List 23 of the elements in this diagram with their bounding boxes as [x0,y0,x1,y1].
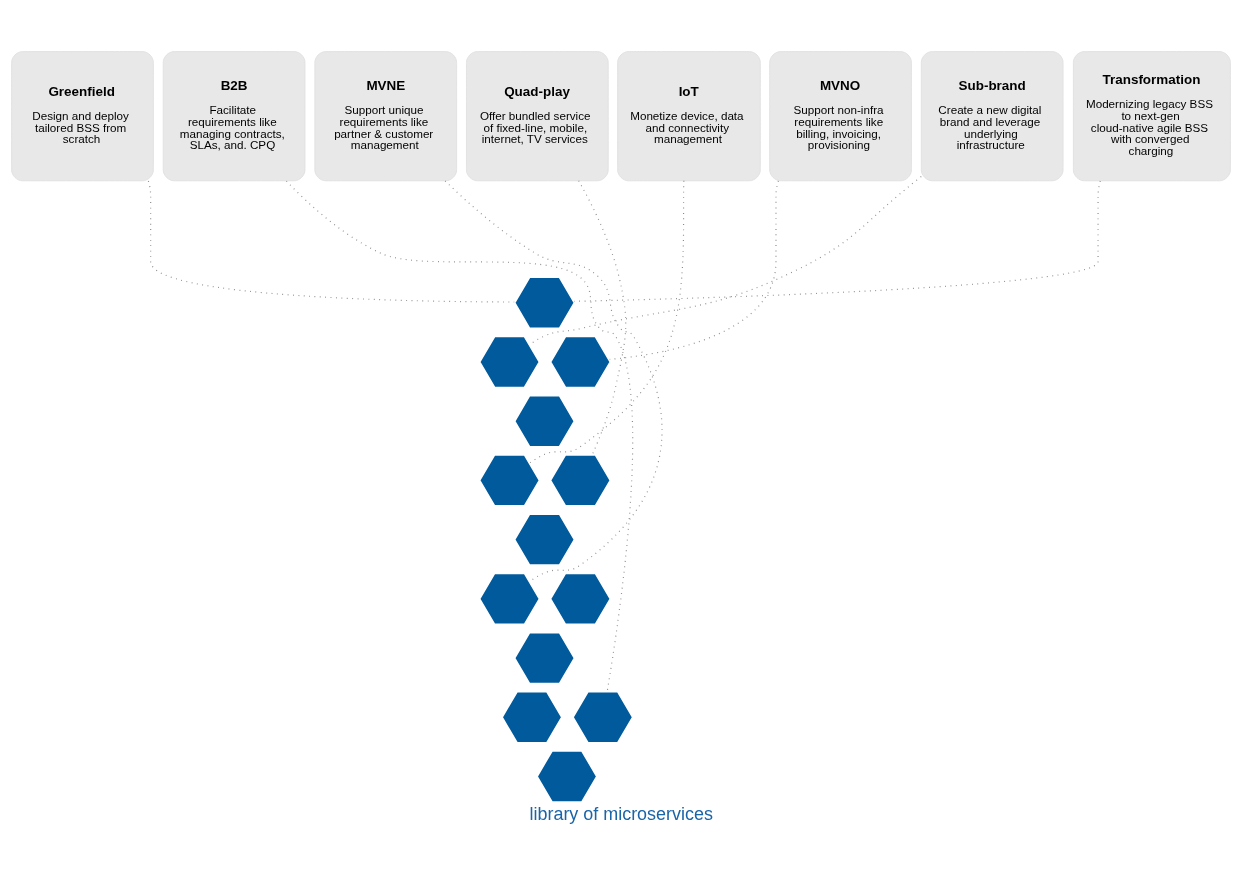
node-box: MVNE Support unique requirements like partner & customer management [314,50,458,181]
connector [444,179,663,582]
node-hexagon [548,334,613,389]
connector [609,179,779,360]
node-hexagon [512,393,577,449]
node-box: Quad-play Offer bundled service of fixed-line, mobile, internet, TV services [466,50,609,181]
node-box: IoT Monetize device, data and connectivity management [617,50,761,181]
node-box: MVNO Support non-infra requirements like billing, invoicing, provisioning [769,50,912,181]
node-hexagon [477,571,542,626]
connector [529,179,685,463]
connector [147,179,515,303]
node-box: Greenfield Design and deploy tailored BSS from scratch [11,50,154,181]
caption: library of microservices [529,803,713,824]
node-hexagon [512,630,577,685]
node-hexagon [548,452,613,508]
node-box: B2B Facilitate requirements like managing contracts, SLAs, and. CPQ [162,50,306,181]
node-hexagon [548,571,613,626]
node-box: Sub-brand Create a new digital brand and leverage underlying infrastructure [920,50,1064,181]
node-box: Transformation Modernizing legacy BSS to next-gen cloud-native agile BSS with converged charging [1072,50,1231,181]
connector [529,175,922,345]
node-hexagon [477,452,542,508]
connector [573,179,1101,302]
node-hexagon [477,334,542,389]
